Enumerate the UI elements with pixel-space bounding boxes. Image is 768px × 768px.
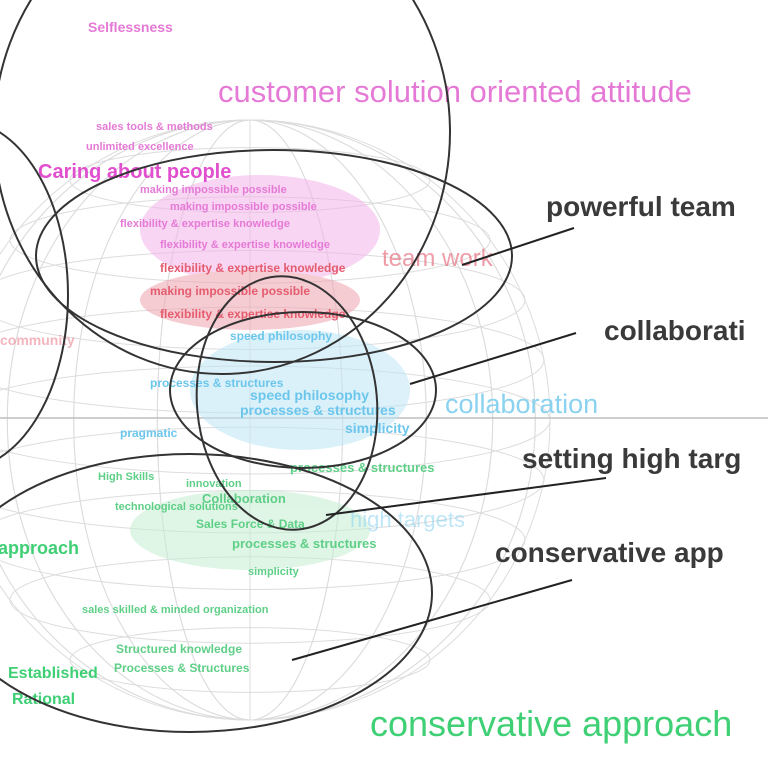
cluster-word: simplicity [248,566,300,578]
callout-powerful-team: powerful team [546,191,736,222]
word-collaboration-blue: collaboration [445,389,598,419]
blue-cloud [190,330,410,450]
cluster-word: Processes & Structures [114,661,250,675]
callout-conservative-approach: conservative app [495,537,724,568]
word-caring-about-people: Caring about people [38,161,231,183]
high-targets-ellipse [195,275,379,531]
cluster-word: making impossible possible [150,284,310,298]
green-cluster: processes & structures High Skills innov… [82,460,435,675]
cluster-word: High Skills [98,471,154,483]
leader-powerful-team [461,227,575,266]
red-cluster: flexibility & expertise knowledge making… [0,261,346,348]
pink-cloud [140,175,380,285]
cluster-word: speed philosophy [230,329,332,343]
leader-conservative-approach [291,579,573,661]
team-work-ellipse [35,149,513,363]
sphere-outline [0,119,551,721]
callout-collaboration: collaborati [604,315,746,346]
cluster-word: Collaboration [202,491,286,506]
cluster-word: pragmatic [120,426,178,440]
word-conservative-approach-green: conservative approach [370,703,732,744]
cluster-word: flexibility & expertise knowledge [160,261,346,275]
cluster-word: making impossible possible [140,184,287,196]
word-selflessness: Selflessness [88,19,173,35]
pink-cluster: sales tools & methods unlimited excellen… [86,121,330,251]
cluster-word: making impossible possible [170,201,317,213]
cluster-word: sales skilled & minded organization [82,604,269,616]
large-upper-ellipse [0,0,451,375]
leader-setting-high-targets [325,477,607,516]
cluster-outlines [0,0,513,733]
blue-cluster: speed philosophy speed philosophy proces… [120,329,410,440]
callout-lines [291,227,607,661]
leader-collaboration [409,332,577,385]
word-established: Established [8,665,98,682]
red-cloud [140,270,360,330]
word-approach-left: approach [0,538,79,558]
cluster-word: flexibility & expertise knowledge [120,218,290,230]
cluster-word: community [0,332,75,348]
cluster-word: processes & structures [150,376,284,390]
callout-setting-high-targets: setting high targ [522,443,741,474]
green-cloud [130,490,370,570]
cluster-word: sales tools & methods [96,121,213,133]
word-customer-solution: customer solution oriented attitude [218,74,692,109]
word-team-work: team work [382,245,494,272]
cluster-word: processes & structures [232,536,377,551]
cluster-word: processes & structures [290,460,435,475]
cluster-word: technological solutions [115,501,238,513]
cluster-word: flexibility & expertise knowledge [160,239,330,251]
cluster-word: flexibility & expertise knowledge [160,307,346,321]
word-high-targets: high targets [350,507,465,532]
collaboration-ellipse [169,311,437,469]
conservative-ellipse [0,453,433,733]
cluster-word: Structured knowledge [116,642,242,656]
color-clouds [130,175,410,570]
left-ellipse [0,131,69,459]
cluster-word: innovation [186,478,242,490]
cluster-word: unlimited excellence [86,141,194,153]
cluster-word: speed philosophy [250,387,369,403]
cluster-word: processes & structures [240,402,396,418]
